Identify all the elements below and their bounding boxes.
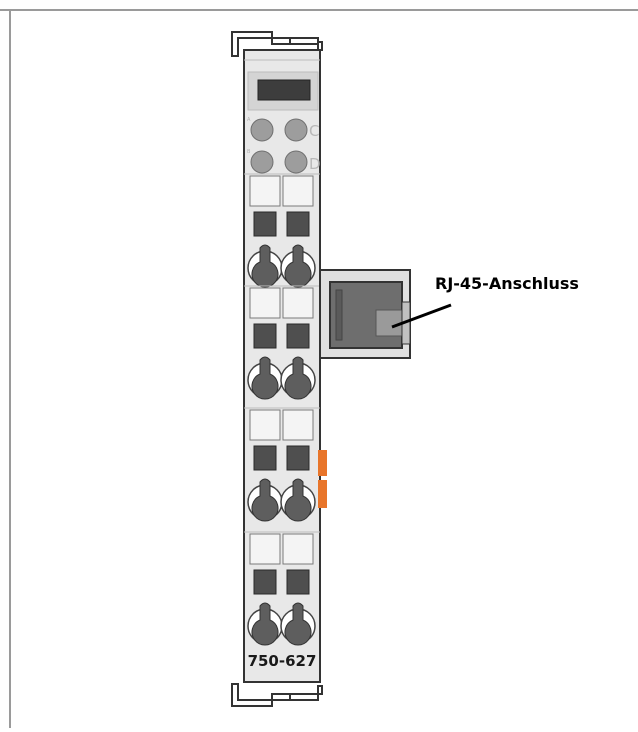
clamp-block — [286, 211, 310, 237]
clamp-block — [286, 569, 310, 595]
wire-entry-icon — [284, 244, 312, 288]
terminal-block-icon — [244, 407, 320, 522]
clamp-block — [286, 445, 310, 471]
led-a — [250, 118, 274, 142]
led-d — [284, 150, 308, 174]
rj45-socket-icon — [319, 269, 411, 359]
release-button — [249, 409, 281, 441]
status-leds: A B C D — [247, 117, 321, 174]
release-button — [282, 175, 314, 207]
wire-entry-icon — [251, 244, 279, 288]
clamp-block — [253, 323, 277, 349]
led-b — [250, 150, 274, 174]
led-label-a: A — [247, 117, 251, 123]
led-label-c: C — [309, 122, 319, 140]
led-label-d: D — [309, 155, 321, 173]
wire-entry-icon — [284, 356, 312, 400]
clamp-block — [253, 445, 277, 471]
din-rail-clip-top-icon — [231, 31, 323, 57]
clamp-block — [253, 569, 277, 595]
release-button — [249, 175, 281, 207]
terminal-block-icon — [244, 531, 320, 646]
callout-label: RJ-45-Anschluss — [435, 274, 579, 293]
clamp-block — [286, 323, 310, 349]
callout-leader-line — [391, 303, 452, 329]
din-rail-clip-bottom-icon — [231, 683, 323, 707]
release-button — [249, 533, 281, 565]
release-button — [282, 287, 314, 319]
terminal-blocks — [244, 173, 320, 646]
wire-entry-icon — [251, 356, 279, 400]
led-label-b: B — [247, 149, 251, 155]
wire-entry-icon — [284, 602, 312, 646]
article-number: 750-627 — [248, 652, 317, 670]
terminal-block-icon — [244, 285, 320, 400]
marker-window — [247, 71, 319, 111]
release-button — [282, 409, 314, 441]
release-button — [282, 533, 314, 565]
release-button — [249, 287, 281, 319]
wire-entry-icon — [284, 478, 312, 522]
terminal-block-icon — [244, 173, 320, 288]
orange-accent-strip — [318, 450, 327, 508]
led-c — [284, 118, 308, 142]
wire-entry-icon — [251, 478, 279, 522]
clamp-block — [253, 211, 277, 237]
wire-entry-icon — [251, 602, 279, 646]
